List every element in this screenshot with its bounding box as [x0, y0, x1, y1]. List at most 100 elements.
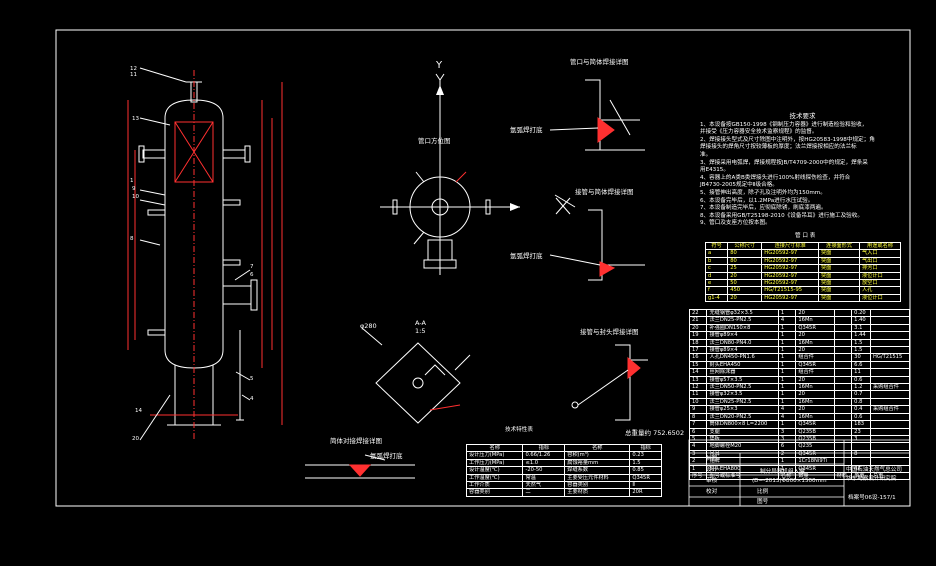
- table-cell: 采购组合件: [869, 383, 911, 392]
- svg-text:11: 11: [130, 72, 137, 78]
- table-cell: [869, 412, 911, 422]
- table-cell: 2: [688, 457, 708, 466]
- table-cell: 1.5: [629, 458, 662, 468]
- table-cell: [869, 449, 911, 459]
- table-cell: [869, 331, 911, 340]
- table-cell: 1: [777, 397, 797, 407]
- svg-text:1: 1: [130, 178, 134, 184]
- table-cell: 1.40: [851, 316, 871, 325]
- tech-note-line: 2、焊接接头型式及尺寸除图中注明外，按HG20583-1998中规定；角: [700, 136, 875, 143]
- table-cell: f: [704, 286, 729, 295]
- svg-text:13: 13: [132, 116, 139, 122]
- table-cell: Ⅱ: [629, 481, 662, 490]
- table-cell: [833, 390, 853, 399]
- table-cell: 1.5: [851, 346, 871, 355]
- table-cell: 设计压力(MPa): [465, 451, 524, 460]
- table-header-cell: 公称尺寸: [727, 241, 763, 251]
- weld-note-c: 氩弧焊打底: [370, 452, 403, 460]
- table-cell: 0.85: [629, 466, 662, 475]
- table-cell: 工作介质: [465, 481, 524, 490]
- elbow-weld-title: 接管与封头焊接详图: [580, 328, 639, 336]
- table-cell: 3.1: [851, 323, 871, 333]
- table-cell: 放空口: [858, 279, 902, 288]
- table-cell: 铭牌: [706, 457, 779, 466]
- table-cell: 1: [777, 368, 797, 377]
- table-cell: 1: [777, 346, 797, 355]
- table-cell: 人孔DN450-PN1.6: [706, 353, 779, 362]
- table-cell: [869, 346, 911, 355]
- table-cell: 0.8: [851, 397, 871, 407]
- table-cell: 20: [795, 390, 835, 399]
- table-cell: 14: [688, 368, 708, 377]
- table-cell: Q345R: [629, 473, 662, 483]
- table-cell: 20: [795, 346, 835, 355]
- table-cell: 人孔: [858, 286, 902, 295]
- table-cell: HG20592-97: [761, 293, 819, 303]
- table-cell: 8: [851, 449, 871, 459]
- table-header-cell: 名称: [777, 471, 797, 481]
- table-cell: [833, 323, 853, 333]
- table-cell: 183: [851, 420, 871, 429]
- table-cell: 8: [688, 412, 708, 422]
- table-cell: [851, 442, 871, 451]
- table-cell: 1: [777, 383, 797, 392]
- table-cell: 常温: [522, 473, 566, 483]
- table-cell: 液位计口: [858, 271, 902, 281]
- manhole-shell-weld-title: 接管与简体焊接详图: [575, 188, 634, 196]
- title-row-label: 审核: [706, 478, 718, 484]
- table-cell: 接管φ25×3: [706, 405, 779, 414]
- table-cell: [833, 405, 853, 414]
- table-cell: 7: [688, 420, 708, 429]
- table-cell: 1: [777, 331, 797, 340]
- table-cell: 突面: [817, 249, 860, 258]
- table-cell: 4: [777, 316, 797, 325]
- table-cell: [833, 412, 853, 422]
- table-cell: 1: [777, 323, 797, 333]
- table-cell: [833, 442, 853, 451]
- table-header-cell: 指标: [522, 443, 566, 453]
- design-table-title: 技术特性表: [505, 427, 533, 433]
- table-cell: 液位计口: [858, 293, 902, 303]
- table-cell: 1: [777, 420, 797, 429]
- svg-text:12: 12: [130, 66, 137, 72]
- table-cell: Q345R: [795, 360, 835, 370]
- table-cell: a: [704, 249, 729, 258]
- table-cell: 20: [727, 271, 763, 281]
- table-cell: [869, 464, 911, 473]
- table-cell: 18: [688, 338, 708, 348]
- table-cell: 容器类别: [465, 488, 524, 497]
- tech-note-line: 6、本设备完毕后，以1.2MPa进行水压试验。: [700, 197, 814, 204]
- table-cell: 15: [688, 360, 708, 370]
- table-cell: 0.6: [851, 375, 871, 385]
- table-cell: 20R: [629, 488, 662, 497]
- tech-note-line: 3、焊接采用电弧焊，焊接规程按JB/T4709-2000中的规定，焊条采: [700, 159, 868, 166]
- table-cell: [869, 420, 911, 429]
- table-cell: 80: [727, 249, 763, 258]
- table-cell: 450: [727, 286, 763, 295]
- table-cell: 接管φ89×4: [706, 331, 779, 340]
- tech-note-line: 5、接管伸出高度，除孑孔及注明外均为150mm。: [700, 189, 826, 196]
- table-cell: 天然气: [522, 481, 566, 490]
- table-cell: 16Mn: [795, 397, 835, 407]
- table-cell: 1: [688, 464, 708, 473]
- table-cell: 突面: [817, 271, 860, 281]
- table-cell: e: [704, 279, 729, 288]
- table-cell: HG20592-97: [761, 256, 819, 266]
- table-cell: ≤1.0: [522, 458, 566, 468]
- weld-note-b: 氩弧焊打底: [510, 252, 543, 260]
- table-cell: 16: [688, 353, 708, 362]
- table-cell: 1: [777, 353, 797, 362]
- table-cell: 法兰DN50-PN2.5: [706, 383, 779, 392]
- table-cell: 设计温度(℃): [465, 466, 524, 475]
- table-cell: 主要受压元件材料: [564, 473, 631, 483]
- table-cell: 0.66/1.26: [522, 451, 566, 460]
- table-footer-row: 序号图号或标准号名称数量材料单重总重: [688, 471, 911, 481]
